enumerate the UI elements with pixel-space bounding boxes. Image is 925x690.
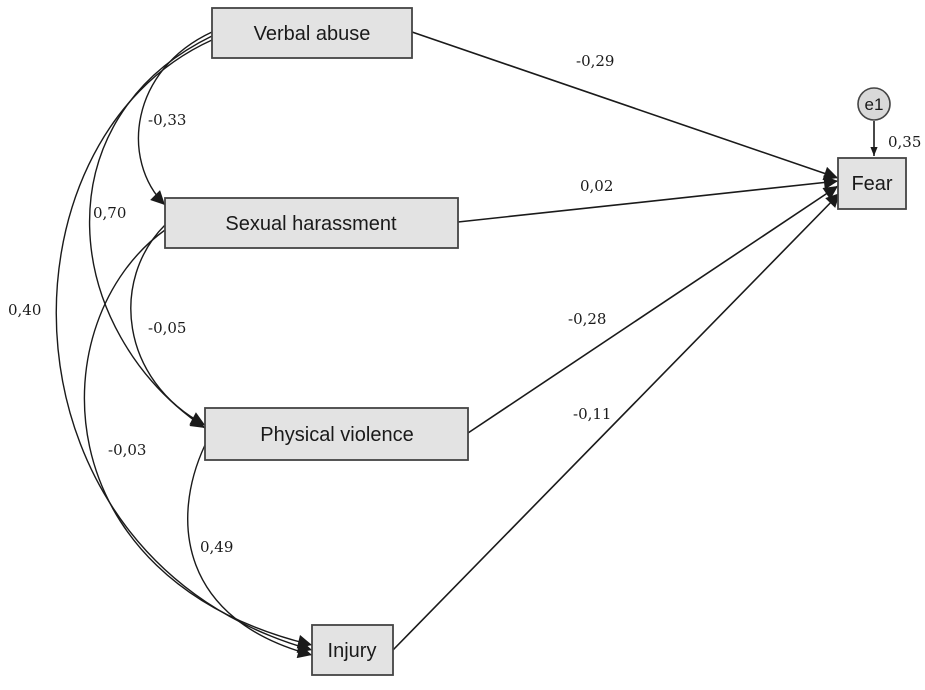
r-squared-fear: 0,35	[888, 133, 921, 151]
coef-verbal-fear: -0,29	[576, 52, 614, 70]
corr-verbal-physical: 0,70	[93, 204, 126, 222]
corr-sexual-injury: -0,03	[108, 441, 146, 459]
corr-verbal-injury: 0,40	[8, 301, 41, 319]
coef-physical-fear: -0,28	[568, 310, 606, 328]
correlation-verbal-physical	[88, 23, 228, 429]
node-sexual-harassment: Sexual harassment	[164, 197, 459, 249]
coef-injury-fear: -0,11	[573, 405, 611, 423]
path-verbal-to-fear	[411, 31, 839, 181]
node-sexual-harassment-label: Sexual harassment	[225, 213, 397, 235]
corr-verbal-sexual: -0,33	[148, 111, 186, 129]
error-term-label: e1	[865, 95, 884, 114]
node-physical-violence-label: Physical violence	[260, 424, 413, 446]
corr-sexual-physical: -0,05	[148, 319, 186, 337]
node-fear-label: Fear	[851, 173, 892, 195]
node-physical-violence: Physical violence	[204, 407, 469, 461]
correlation-verbal-injury	[55, 27, 313, 653]
path-physical-to-fear	[467, 185, 839, 434]
node-injury: Injury	[311, 624, 394, 676]
node-verbal-abuse-label: Verbal abuse	[254, 23, 371, 45]
node-verbal-abuse: Verbal abuse	[211, 7, 413, 59]
error-term-circle	[857, 87, 891, 121]
path-injury-to-fear	[392, 192, 841, 651]
path-sexual-to-fear	[457, 175, 839, 223]
coef-sexual-fear: 0,02	[580, 177, 613, 195]
node-injury-label: Injury	[328, 640, 377, 662]
correlation-verbal-sexual	[137, 19, 228, 206]
node-fear: Fear	[837, 157, 907, 210]
corr-physical-injury: 0,49	[200, 538, 233, 556]
correlation-physical-injury	[187, 429, 313, 659]
